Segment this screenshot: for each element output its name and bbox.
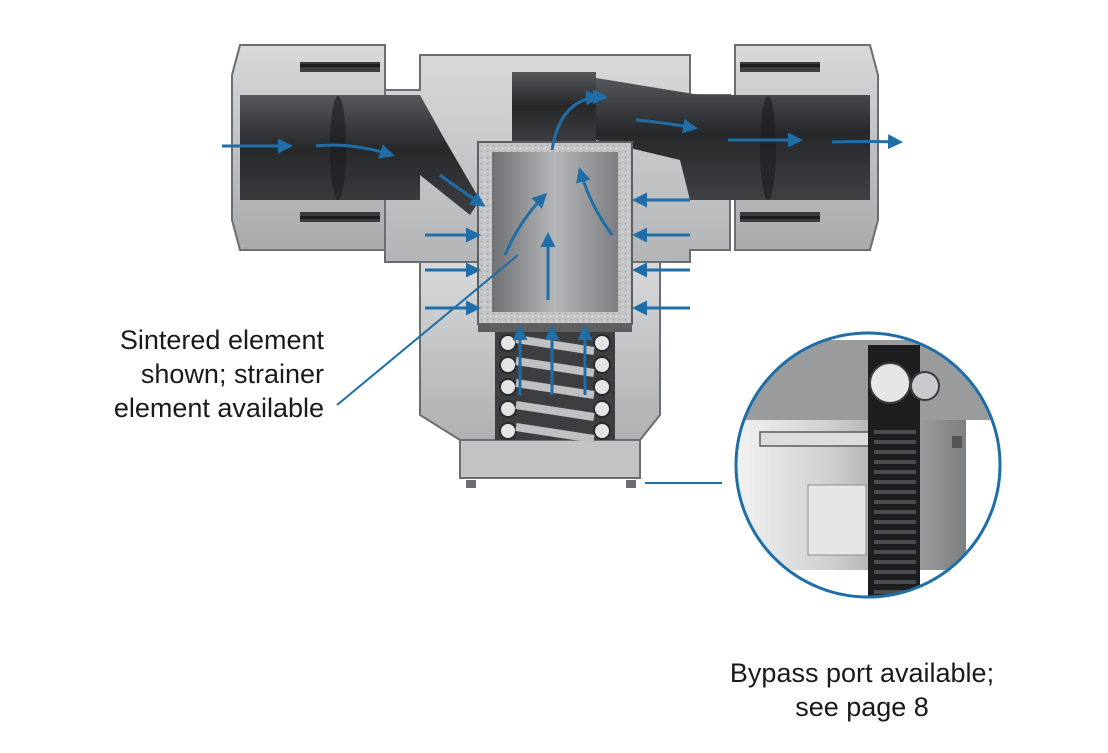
flow-arrows xyxy=(222,89,903,395)
spring-coil-band xyxy=(515,379,595,399)
sintered-element-callout: Sintered element shown; strainer element… xyxy=(114,323,324,425)
flow-arrow-icon xyxy=(439,173,486,207)
sintered-callout-line-3: element available xyxy=(113,393,324,423)
spring-coil-band xyxy=(515,423,595,443)
spring-coil xyxy=(499,334,517,352)
thread-line xyxy=(874,480,916,484)
thread-line xyxy=(874,570,916,574)
spring-coil-band xyxy=(515,335,595,355)
spring-coil xyxy=(499,378,517,396)
thread-line xyxy=(874,490,916,494)
thread-line xyxy=(874,440,916,444)
spring-coil xyxy=(593,334,611,352)
flow-arrow-icon xyxy=(635,118,698,134)
spring-coil xyxy=(499,356,517,374)
bypass-callout-line-2: see page 8 xyxy=(795,692,929,722)
spring-coil xyxy=(593,400,611,418)
thread-line xyxy=(874,510,916,514)
thread-line xyxy=(874,470,916,474)
sintered-element xyxy=(477,141,633,332)
flow-arrow-icon xyxy=(550,90,601,151)
spring-coil xyxy=(593,422,611,440)
thread-line xyxy=(874,530,916,534)
thread-line xyxy=(874,500,916,504)
sintered-callout-line-2: shown; strainer xyxy=(140,359,324,389)
spring-coil xyxy=(593,356,611,374)
bypass-port-detail-icon xyxy=(734,331,1002,599)
thread-line xyxy=(874,540,916,544)
bypass-callout-line-1: Bypass port available; xyxy=(729,658,995,688)
flow-arrow-icon xyxy=(831,134,903,150)
thread-line xyxy=(874,590,916,594)
spring-coil xyxy=(593,378,611,396)
thread-line xyxy=(874,520,916,524)
thread-line xyxy=(874,580,916,584)
spring-coil xyxy=(499,422,517,440)
spring-coil-band xyxy=(515,357,595,377)
spring-coil-band xyxy=(515,401,595,421)
thread-line xyxy=(874,550,916,554)
flow-arrow-icon xyxy=(503,192,548,256)
thread-line xyxy=(874,450,916,454)
thread-line xyxy=(874,560,916,564)
sintered-leader-line xyxy=(336,254,519,406)
thread-line xyxy=(874,430,916,434)
flow-arrow-icon xyxy=(576,167,614,236)
spring-coil xyxy=(499,400,517,418)
thread-line xyxy=(874,460,916,464)
flow-arrow-icon xyxy=(315,143,395,159)
sintered-callout-line-1: Sintered element xyxy=(119,325,324,355)
spring xyxy=(495,332,615,443)
bypass-port-callout: Bypass port available; see page 8 xyxy=(676,656,1048,724)
